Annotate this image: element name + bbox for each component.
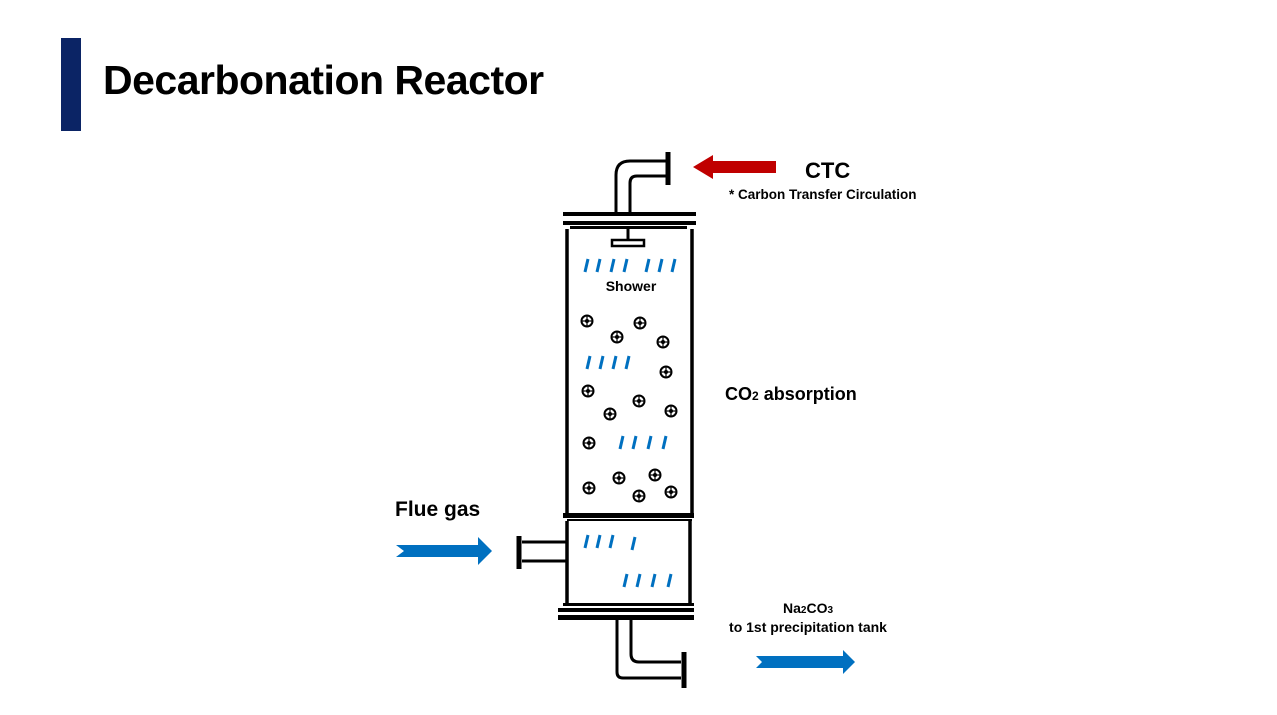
product-destination-label: to 1st precipitation tank bbox=[729, 619, 887, 635]
product-formula-label: Na2CO3 bbox=[783, 600, 833, 616]
ctc-footnote: * Carbon Transfer Circulation bbox=[729, 187, 917, 202]
middle-flange bbox=[563, 513, 694, 521]
ctc-label: CTC bbox=[805, 158, 850, 183]
shower-head bbox=[610, 229, 646, 248]
co2-absorption-label: CO2 absorption bbox=[725, 384, 857, 404]
top-inlet-pipe bbox=[614, 152, 671, 213]
outlet-arrow bbox=[756, 650, 855, 674]
page-title: Decarbonation Reactor bbox=[103, 57, 544, 103]
flue-gas-arrow bbox=[396, 537, 492, 565]
bottom-flange bbox=[558, 603, 694, 620]
ctc-inlet-arrow bbox=[693, 155, 776, 179]
title-accent-bar bbox=[61, 38, 81, 131]
flue-gas-label: Flue gas bbox=[395, 498, 480, 521]
lower-column-shell bbox=[565, 521, 692, 604]
gas-bubbles bbox=[580, 314, 678, 503]
liquid-spray-drops bbox=[583, 258, 677, 588]
side-inlet-pipe bbox=[516, 536, 567, 569]
top-flange bbox=[563, 212, 696, 229]
shower-label: Shower bbox=[606, 278, 657, 294]
upper-column-shell bbox=[565, 229, 694, 515]
bottom-outlet-pipe bbox=[615, 620, 687, 688]
